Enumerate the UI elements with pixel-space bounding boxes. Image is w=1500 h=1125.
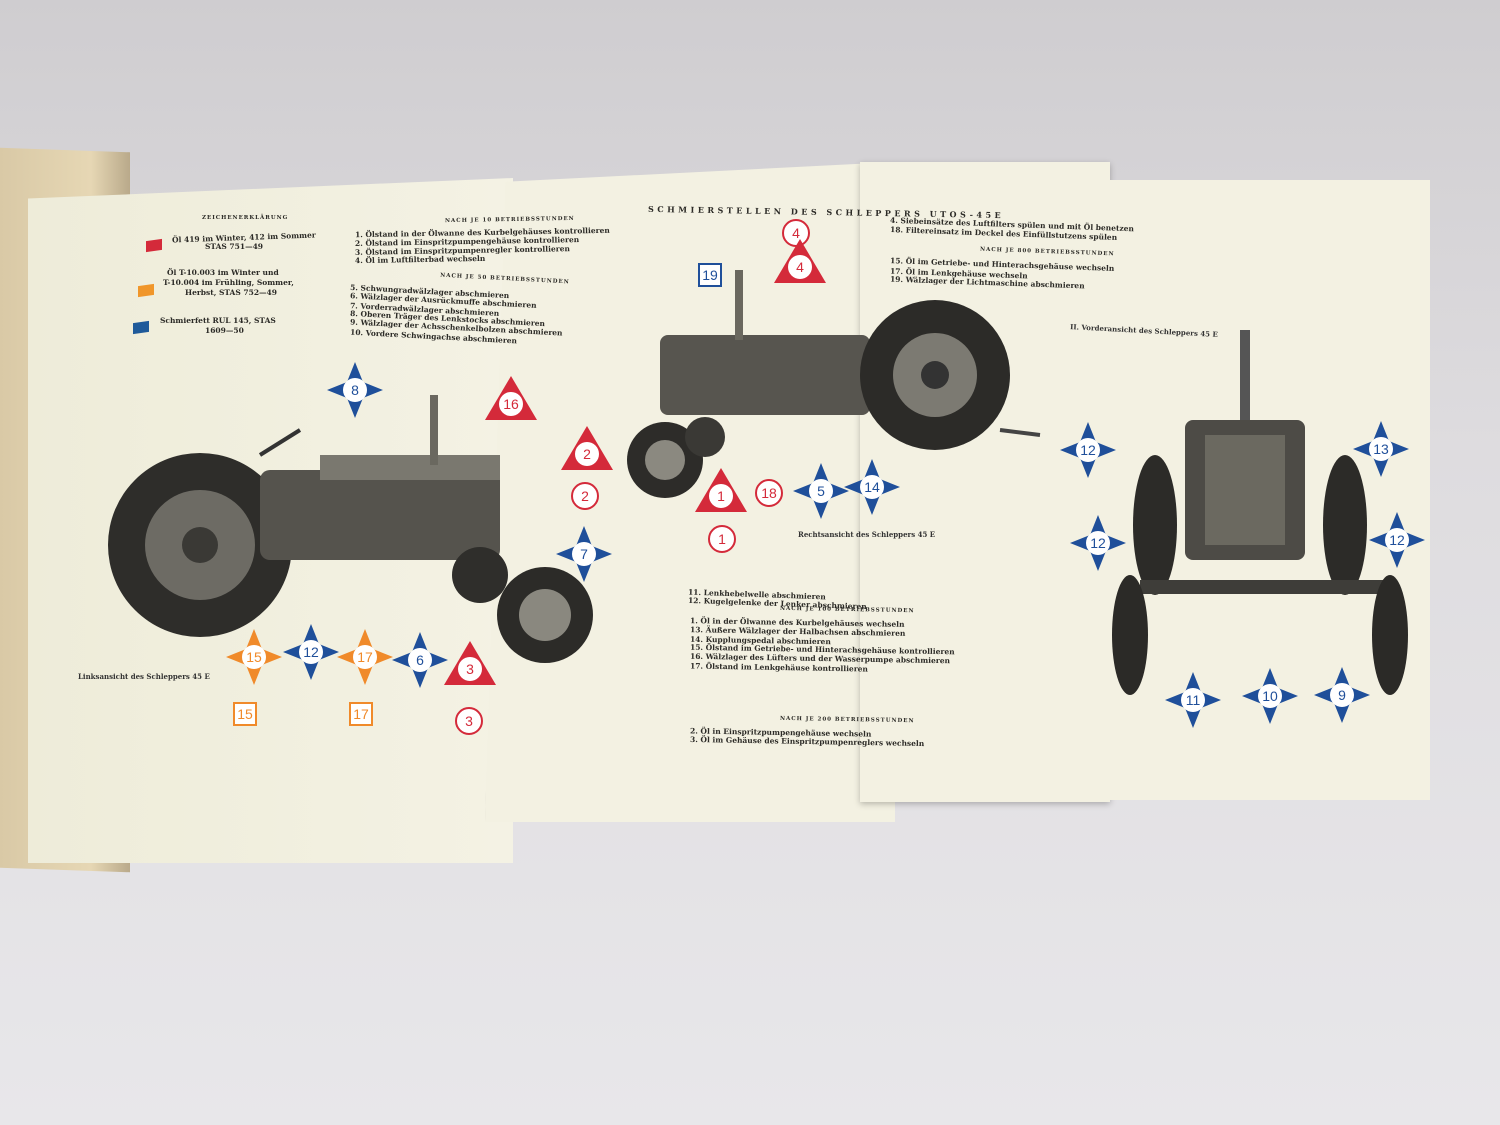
marker-number: 14 [864, 479, 880, 495]
tractor-front-view-image [1112, 330, 1408, 695]
marker-symbol: 2 [571, 482, 599, 510]
marker-symbol: 7 [556, 526, 612, 582]
marker-number: 12 [303, 644, 319, 660]
marker-symbol: 2 [561, 426, 613, 470]
marker-number: 13 [1373, 441, 1389, 457]
legend-heading: ZEICHENERKLÄRUNG [202, 215, 289, 221]
marker-number: 4 [796, 259, 804, 275]
marker-symbol: 11 [1165, 672, 1221, 728]
marker-number: 6 [416, 652, 424, 668]
marker-number: 12 [1080, 442, 1096, 458]
legend-text: T-10.004 im Frühling, Sommer, [163, 278, 294, 287]
tractor-right-view-image [627, 270, 1041, 498]
legend-text: Herbst, STAS 752—49 [185, 288, 277, 297]
legend-text: 1609—50 [205, 326, 244, 335]
marker-number: 7 [580, 546, 588, 562]
marker-number: 12 [1090, 535, 1106, 551]
marker-symbol: 9 [1314, 667, 1370, 723]
marker-symbol: 3 [444, 641, 496, 685]
marker-symbol: 12 [1070, 515, 1126, 571]
marker-number: 17 [353, 706, 369, 722]
legend-swatch-blue [133, 320, 149, 335]
marker-symbol: 12 [1369, 512, 1425, 568]
marker-symbol: 17 [337, 629, 393, 685]
legend-swatch-orange [138, 283, 154, 298]
marker-number: 4 [792, 225, 800, 241]
marker-symbol: 10 [1242, 668, 1298, 724]
marker-symbol: 15 [226, 629, 282, 685]
legend-text: Öl T-10.003 im Winter und [167, 268, 279, 277]
tractor-left-view-image [108, 395, 593, 663]
marker-symbol: 13 [1353, 421, 1409, 477]
marker-number: 1 [718, 531, 726, 547]
legend-text: STAS 751—49 [205, 242, 264, 251]
marker-symbol: 3 [455, 707, 483, 735]
marker-number: 5 [817, 483, 825, 499]
marker-number: 3 [465, 713, 473, 729]
marker-number: 15 [237, 706, 253, 722]
marker-symbol: 1 [708, 525, 736, 553]
marker-number: 8 [351, 382, 359, 398]
legend-swatch-red [146, 238, 162, 253]
marker-number: 10 [1262, 688, 1278, 704]
marker-symbol: 4 [774, 239, 826, 283]
page-center-right [860, 162, 1110, 802]
marker-symbol: 8 [327, 362, 383, 418]
legend-text: Schmierfett RUL 145, STAS [160, 316, 276, 325]
marker-number: 16 [503, 396, 519, 412]
marker-symbol: 6 [392, 632, 448, 688]
marker-symbol: 18 [755, 479, 783, 507]
marker-number: 19 [702, 267, 718, 283]
marker-number: 18 [761, 485, 777, 501]
marker-symbol: 12 [1060, 422, 1116, 478]
marker-symbol: 5 [793, 463, 849, 519]
marker-symbol: 16 [485, 376, 537, 420]
marker-number: 3 [466, 661, 474, 677]
marker-number: 15 [246, 649, 262, 665]
marker-symbol: 12 [283, 624, 339, 680]
caption-left-view: Linksansicht des Schleppers 45 E [78, 672, 210, 681]
marker-number: 12 [1389, 532, 1405, 548]
marker-symbol: 15 [233, 702, 257, 726]
marker-symbol: 1 [695, 468, 747, 512]
marker-number: 11 [1186, 692, 1201, 708]
marker-number: 2 [581, 488, 589, 504]
marker-symbol: 17 [349, 702, 373, 726]
marker-symbol: 19 [698, 263, 722, 287]
marker-number: 9 [1338, 687, 1346, 703]
marker-symbol: 14 [844, 459, 900, 515]
caption-right-view: Rechtsansicht des Schleppers 45 E [798, 530, 936, 539]
marker-number: 2 [583, 446, 591, 462]
marker-number: 1 [717, 488, 725, 504]
marker-number: 17 [357, 649, 373, 665]
